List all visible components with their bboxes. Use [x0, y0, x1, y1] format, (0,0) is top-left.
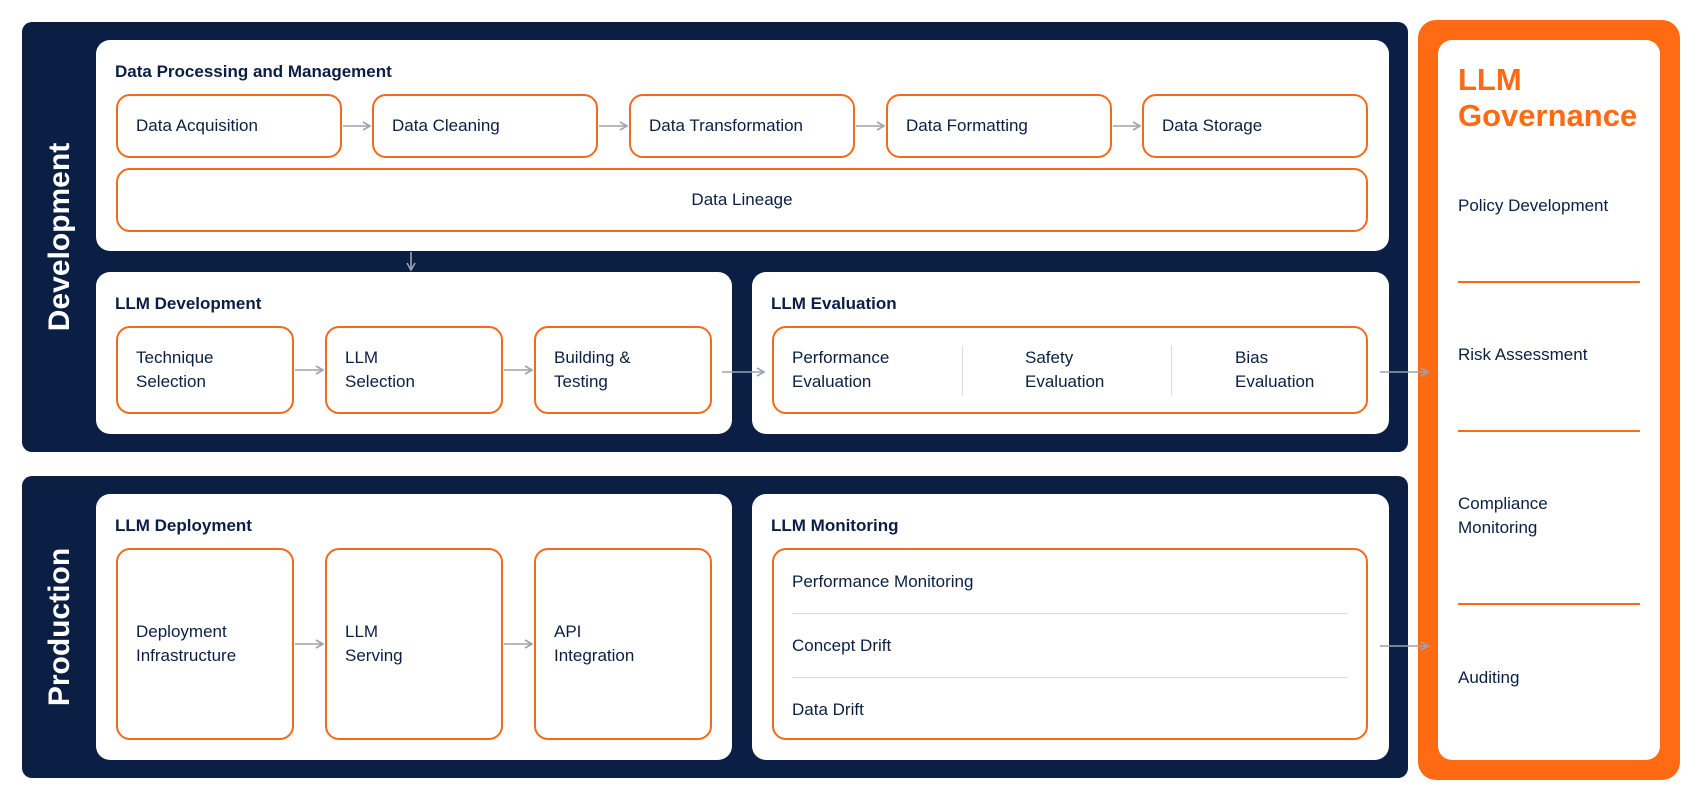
governance-divider	[1458, 603, 1640, 605]
evaluation-divider	[1171, 346, 1172, 396]
governance-panel	[1438, 40, 1660, 760]
step-data-cleaning[interactable]: Data Cleaning	[372, 94, 598, 158]
step-deployment-infrastructure[interactable]: Deployment Infrastructure	[116, 548, 294, 740]
governance-divider	[1458, 281, 1640, 283]
governance-item-auditing[interactable]: Auditing	[1458, 668, 1520, 687]
governance-item-policy-development[interactable]: Policy Development	[1458, 196, 1609, 215]
monitoring-divider	[792, 613, 1348, 614]
governance-title: LLM Governance	[1458, 62, 1638, 133]
llm-monitoring-title: LLM Monitoring	[771, 516, 899, 535]
step-label: Data Formatting	[906, 116, 1028, 135]
llm-deployment-title: LLM Deployment	[115, 516, 252, 535]
step-label: API Integration	[554, 622, 635, 665]
step-label: Technique Selection	[136, 348, 214, 391]
governance-item-compliance-monitoring[interactable]: Compliance Monitoring	[1458, 494, 1548, 537]
step-label: Data Cleaning	[392, 116, 500, 135]
step-label: LLM Selection	[345, 348, 415, 391]
monitoring-group: Performance Monitoring Concept Drift Dat…	[772, 548, 1368, 740]
step-label: Data Acquisition	[136, 116, 258, 135]
step-llm-selection[interactable]: LLM Selection	[325, 326, 503, 414]
evaluation-divider	[962, 346, 963, 396]
step-llm-serving[interactable]: LLM Serving	[325, 548, 503, 740]
step-label: LLM Serving	[345, 622, 403, 665]
step-data-formatting[interactable]: Data Formatting	[886, 94, 1112, 158]
data-lineage-bar[interactable]: Data Lineage	[116, 168, 1368, 232]
monitoring-item-data-drift[interactable]: Data Drift	[792, 700, 864, 719]
step-api-integration[interactable]: API Integration	[534, 548, 712, 740]
step-data-acquisition[interactable]: Data Acquisition	[116, 94, 342, 158]
monitoring-item-performance[interactable]: Performance Monitoring	[792, 572, 974, 591]
evaluation-item-bias[interactable]: Bias Evaluation	[1235, 348, 1315, 391]
llm-evaluation-title: LLM Evaluation	[771, 294, 897, 313]
step-label: Data Transformation	[649, 116, 804, 135]
data-processing-title: Data Processing and Management	[115, 62, 392, 81]
step-building-testing[interactable]: Building & Testing	[534, 326, 712, 414]
production-label: Production	[43, 547, 76, 707]
monitoring-item-concept-drift[interactable]: Concept Drift	[792, 636, 892, 655]
development-label: Development	[43, 142, 76, 332]
step-label: Data Storage	[1162, 116, 1263, 135]
governance-item-risk-assessment[interactable]: Risk Assessment	[1458, 345, 1588, 364]
step-data-storage[interactable]: Data Storage	[1142, 94, 1368, 158]
step-technique-selection[interactable]: Technique Selection	[116, 326, 294, 414]
llm-development-title: LLM Development	[115, 294, 262, 313]
governance-divider	[1458, 430, 1640, 432]
step-label: Building & Testing	[554, 348, 631, 391]
step-label: Deployment Infrastructure	[136, 622, 237, 665]
evaluation-group: Performance Evaluation Safety Evaluation…	[772, 326, 1368, 414]
data-lineage-label: Data Lineage	[691, 190, 793, 209]
evaluation-item-safety[interactable]: Safety Evaluation	[1025, 348, 1105, 391]
monitoring-divider	[792, 677, 1348, 678]
step-data-transformation[interactable]: Data Transformation	[629, 94, 855, 158]
evaluation-item-performance[interactable]: Performance Evaluation	[792, 348, 890, 391]
